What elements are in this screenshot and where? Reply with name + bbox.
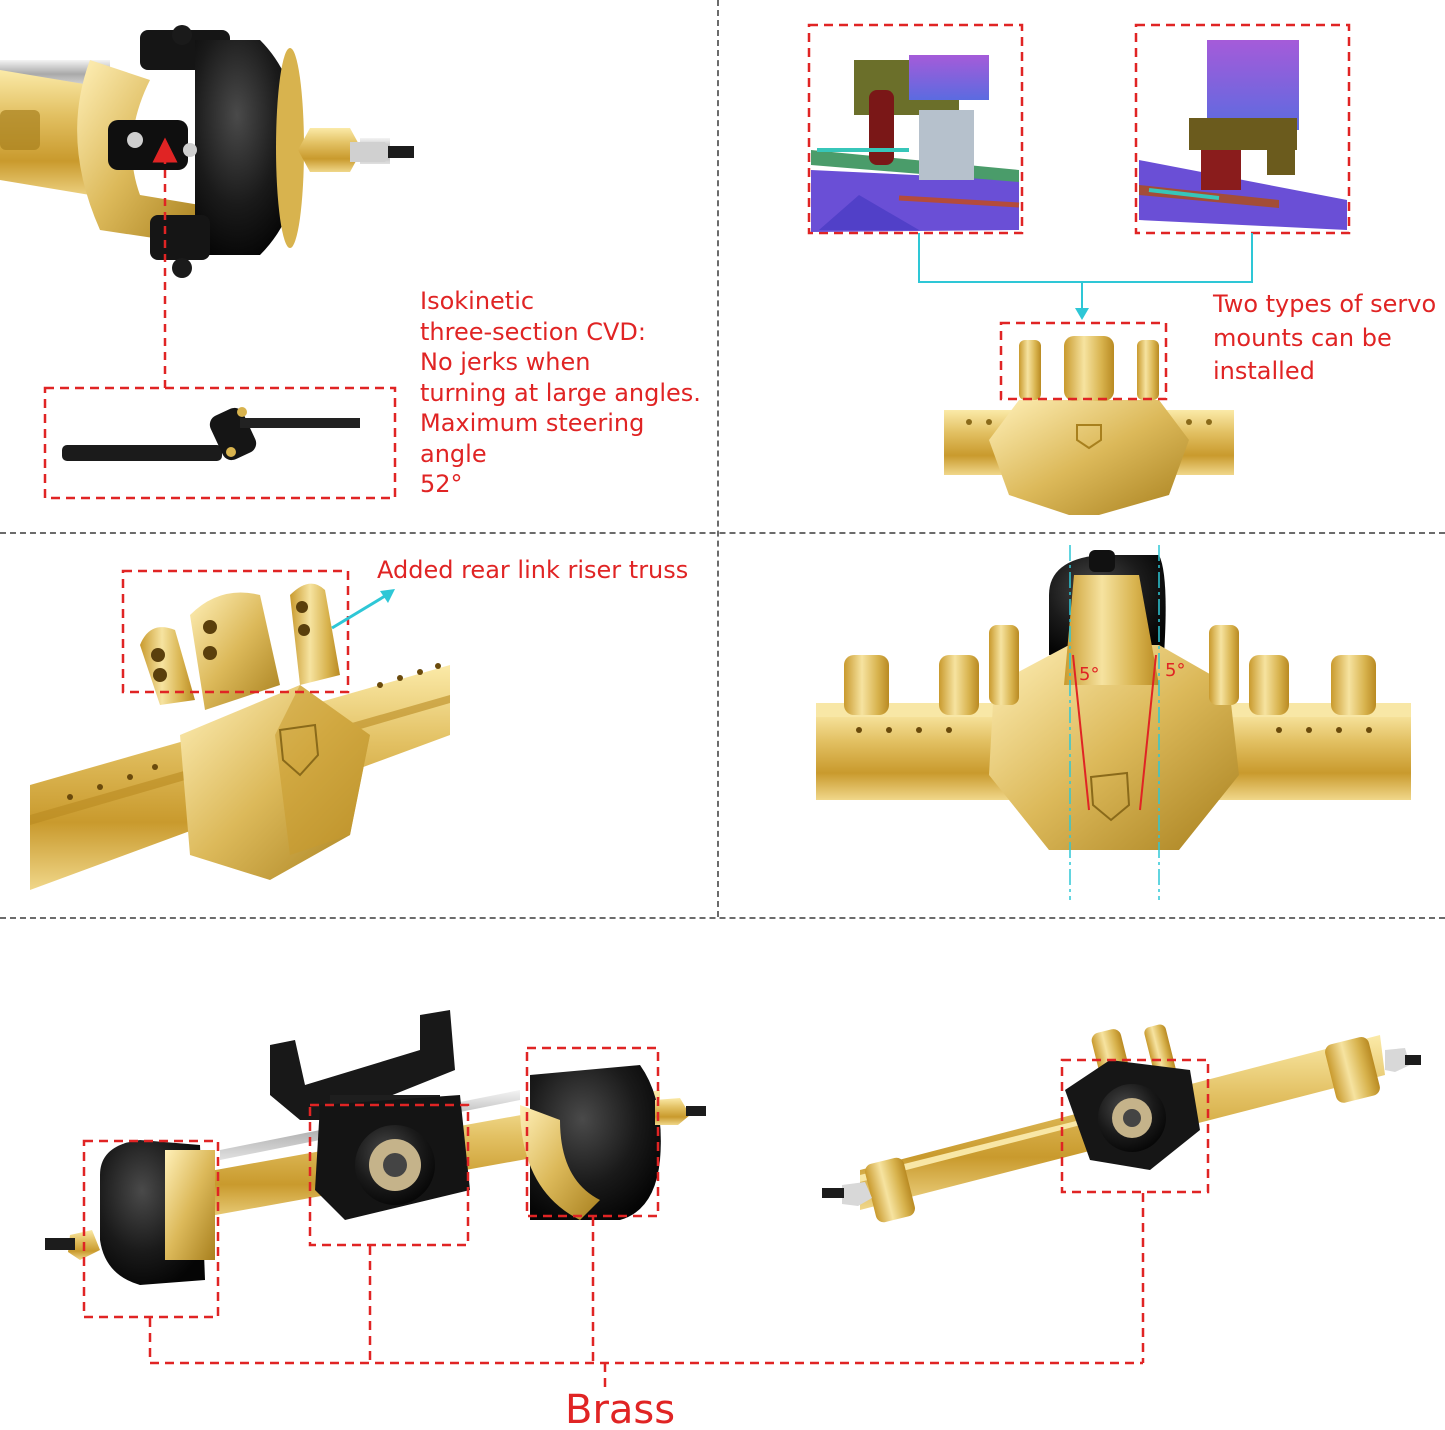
riser-callout-text: Added rear link riser truss xyxy=(377,556,689,584)
angle-label-left: 5° xyxy=(1079,664,1100,685)
brass-illustration xyxy=(45,1010,1421,1390)
panel-caster: 5° 5° xyxy=(719,535,1445,915)
divider-middle-bottom xyxy=(0,917,1445,919)
shield-logo-icon xyxy=(1076,424,1102,450)
arrow-up-right-icon xyxy=(380,589,395,603)
angle-label-right: 5° xyxy=(1165,660,1186,681)
panel-cvd: Isokinetic three-section CVD: No jerks w… xyxy=(0,0,716,530)
brass-label: Brass xyxy=(565,1387,676,1430)
divider-middle-top xyxy=(0,532,1445,534)
cvd-callout-text: Isokinetic three-section CVD: No jerks w… xyxy=(420,287,701,498)
divider-vertical xyxy=(717,0,719,917)
servo-illustration xyxy=(807,23,1351,515)
panel-brass: Brass xyxy=(0,920,1445,1430)
riser-illustration xyxy=(30,569,450,890)
arrow-down-icon xyxy=(1075,308,1089,320)
shield-logo-icon xyxy=(1089,771,1131,822)
panel-riser: Added rear link riser truss xyxy=(0,535,716,915)
servo-callout-text: Two types of servo mounts can be install… xyxy=(1213,290,1437,385)
cvd-illustration xyxy=(0,25,414,500)
panel-servo: Two types of servo mounts can be install… xyxy=(719,0,1445,530)
shield-logo-icon xyxy=(278,723,320,777)
caster-illustration xyxy=(816,545,1411,900)
